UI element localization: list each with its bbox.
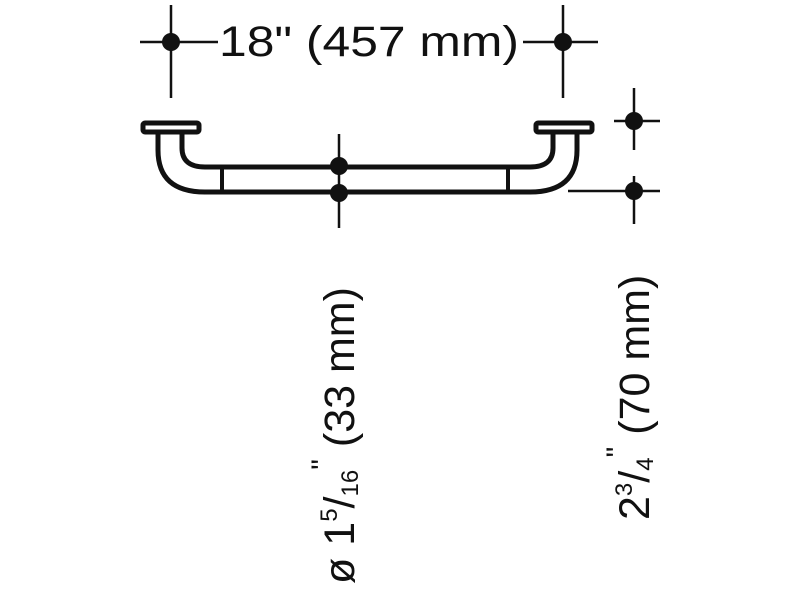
projection-dimension: 23/4" (70 mm) bbox=[568, 88, 660, 520]
grab-bar bbox=[140, 120, 595, 195]
diameter-symbol: ø bbox=[316, 558, 364, 584]
projection-slash: / bbox=[611, 471, 659, 483]
diameter-denominator: 16 bbox=[337, 470, 364, 497]
bar-inner-edge bbox=[179, 134, 556, 170]
bar-outer-edge bbox=[155, 134, 580, 195]
diameter-whole: 1 bbox=[316, 522, 364, 546]
projection-numerator: 3 bbox=[611, 483, 638, 496]
projection-whole: 2 bbox=[611, 496, 659, 520]
projection-bottom-marker-icon bbox=[625, 182, 643, 200]
left-flange bbox=[140, 120, 202, 135]
projection-denominator: 4 bbox=[632, 457, 659, 470]
diameter-top-marker-icon bbox=[330, 157, 348, 175]
right-length-marker-icon bbox=[554, 33, 572, 51]
diameter-slash: / bbox=[316, 496, 364, 508]
projection-metric: (70 mm) bbox=[611, 275, 659, 435]
projection-inch-mark: " bbox=[601, 447, 634, 458]
diameter-label: ø 15/16" (33 mm) bbox=[306, 287, 364, 584]
diameter-numerator: 5 bbox=[316, 508, 343, 521]
diameter-inch-mark: " bbox=[306, 459, 339, 470]
projection-label: 23/4" (70 mm) bbox=[601, 275, 659, 520]
projection-top-marker-icon bbox=[625, 112, 643, 130]
length-dimension: 18" (457 mm) bbox=[140, 5, 598, 98]
left-length-marker-icon bbox=[162, 33, 180, 51]
diameter-bottom-marker-icon bbox=[330, 184, 348, 202]
length-label: 18" (457 mm) bbox=[219, 18, 519, 66]
diameter-dimension: ø 15/16" (33 mm) bbox=[306, 134, 364, 584]
diameter-metric: (33 mm) bbox=[316, 287, 364, 447]
right-flange bbox=[533, 120, 595, 135]
